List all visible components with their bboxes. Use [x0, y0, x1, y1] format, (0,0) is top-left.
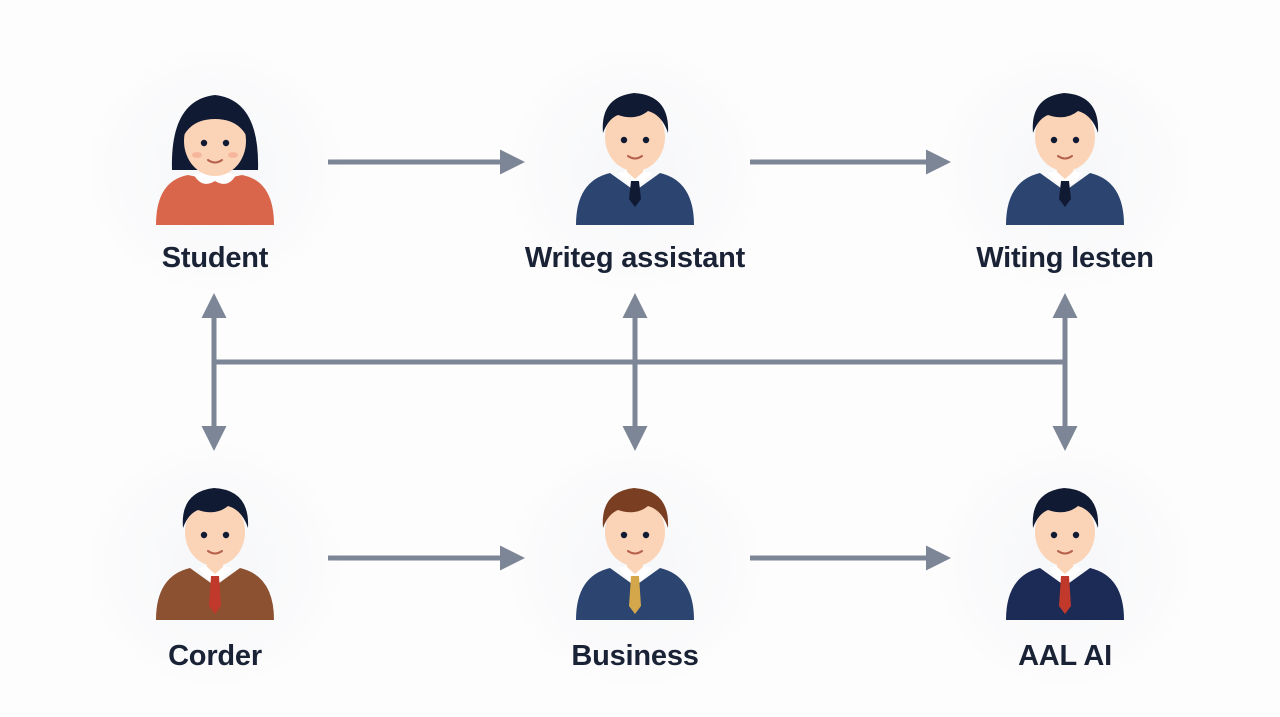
man-brown-hair-avatar-icon [576, 488, 694, 620]
node-label-corder: Corder [168, 640, 262, 672]
node-label-witing-lesten: Witing lesten [976, 242, 1154, 274]
node-label-business: Business [571, 640, 699, 672]
man-dark-suit-avatar-icon [1006, 488, 1124, 620]
man-suit-avatar-icon [1006, 93, 1124, 225]
man-brown-jacket-avatar-icon [156, 488, 274, 620]
node-label-student: Student [161, 242, 269, 274]
node-label-aal-ai: AAL AI [1018, 640, 1112, 672]
woman-avatar-icon [156, 95, 274, 225]
man-suit-avatar-icon [576, 93, 694, 225]
node-label-writeg-assistant: Writeg assistant [524, 242, 746, 274]
